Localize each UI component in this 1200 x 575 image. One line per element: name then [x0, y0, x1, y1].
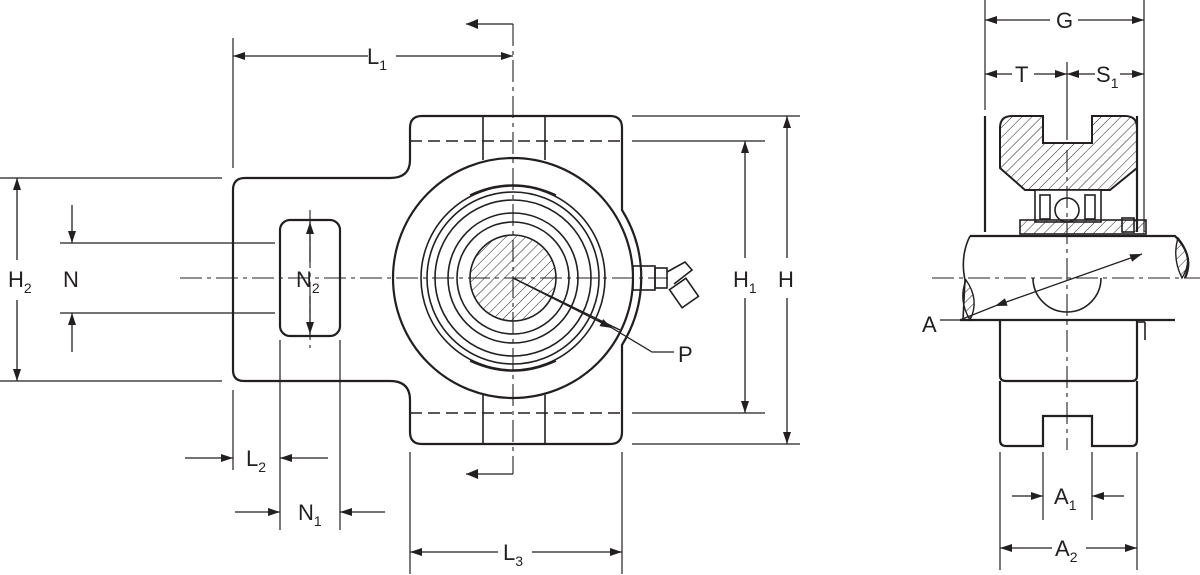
label-N: N — [63, 267, 79, 292]
front-dimensions — [0, 38, 800, 574]
inner-ring — [1019, 219, 1147, 235]
label-L1: L1 — [367, 44, 387, 73]
label-N1: N1 — [298, 500, 322, 529]
label-G: G — [1056, 8, 1073, 33]
label-A: A — [922, 312, 937, 337]
label-L3: L3 — [503, 540, 523, 569]
label-H: H — [778, 267, 794, 292]
side-dimensions — [940, 0, 1145, 570]
side-view — [932, 115, 1200, 450]
label-S1: S1 — [1096, 62, 1119, 91]
grease-fitting-icon — [632, 260, 700, 309]
label-T: T — [1015, 62, 1028, 87]
label-A1: A1 — [1054, 484, 1077, 513]
label-L2: L2 — [246, 446, 266, 475]
front-view — [180, 19, 700, 479]
dimension-labels: L1 H2 N N2 L2 N1 L3 H1 H P G T S1 A A1 A… — [8, 8, 1119, 569]
label-H2: H2 — [8, 267, 32, 296]
housing-body — [983, 116, 1139, 232]
label-A2: A2 — [1055, 536, 1078, 565]
frame-outline — [231, 114, 643, 446]
label-N2: N2 — [296, 267, 320, 296]
label-P: P — [678, 342, 693, 367]
housing-section — [999, 115, 1138, 191]
label-H1: H1 — [733, 267, 757, 296]
